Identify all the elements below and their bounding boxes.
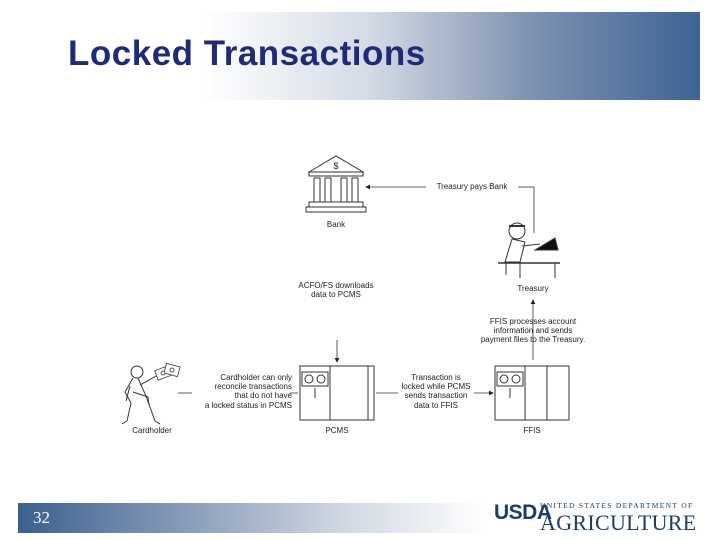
footer-bar xyxy=(18,503,488,533)
ffis-note-line: FFIS processes account xyxy=(489,317,577,326)
locked-note-line: data to FFIS xyxy=(413,400,459,410)
ffis-note-line: payment files to the Treasury. xyxy=(480,335,586,345)
treasury-person-icon xyxy=(498,222,560,278)
cardholder-note: Cardholder can only reconcile transactio… xyxy=(190,373,292,410)
cardholder-note-line: reconcile transactions xyxy=(214,382,292,392)
bank-label: Bank xyxy=(327,220,346,229)
treasury-pays-bank-label: Treasury pays Bank xyxy=(426,182,518,192)
bank-symbol: $ xyxy=(333,161,338,171)
locked-note-line: sends transaction xyxy=(404,391,468,401)
treasury-label: Treasury xyxy=(517,284,548,293)
logo-department-text: UNITED STATES DEPARTMENT OF xyxy=(540,501,694,510)
acfo-line: ACFO/FS downloads xyxy=(298,281,374,290)
title-bar xyxy=(10,12,700,100)
bank-building-icon xyxy=(305,155,367,213)
ffis-note-line: information and sends xyxy=(493,326,573,336)
ffis-server-icon xyxy=(494,365,570,421)
logo-agriculture-text: AGRICULTURE xyxy=(540,510,697,535)
ffis-processes-note: FFIS processes account information and s… xyxy=(468,317,598,345)
pcms-label: PCMS xyxy=(325,426,348,435)
transaction-locked-note: Transaction is locked while PCMS sends t… xyxy=(396,373,476,410)
cardholder-label: Cardholder xyxy=(132,426,172,435)
page-title: Locked Transactions xyxy=(68,34,426,73)
pcms-server-icon xyxy=(299,365,375,421)
locked-note-line: Transaction is xyxy=(411,373,461,382)
cardholder-note-line: that do not have xyxy=(234,391,292,401)
cardholder-note-line: Cardholder can only xyxy=(220,373,292,382)
usda-logo: USDA UNITED STATES DEPARTMENT OF AGRICUL… xyxy=(494,498,704,536)
usda-abbrev: USDA xyxy=(494,501,552,524)
locked-note-line: locked while PCMS xyxy=(401,382,471,392)
page-number: 32 xyxy=(33,508,50,527)
cardholder-note-line: a locked status in PCMS xyxy=(204,400,292,410)
cardholder-person-icon xyxy=(121,365,161,425)
treasury-pays-bank-text: Treasury pays Bank xyxy=(436,182,508,191)
money-bundle-icon xyxy=(154,362,181,381)
ffis-label: FFIS xyxy=(523,426,540,435)
acfo-line: data to PCMS xyxy=(311,290,361,300)
treasury-pays-bank-arrow xyxy=(365,184,535,233)
acfo-downloads-note: ACFO/FS downloads data to PCMS xyxy=(286,281,386,299)
